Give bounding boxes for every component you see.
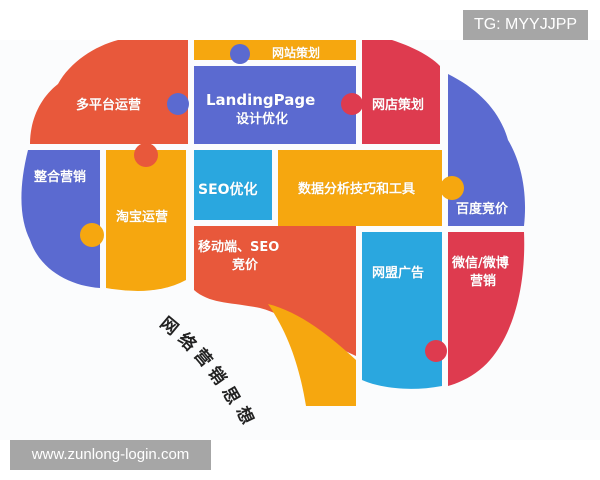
label-multi-platform: 多平台运营 — [76, 98, 142, 113]
piece-wechat-weibo — [448, 232, 525, 386]
label-landing-design: 设计优化 — [236, 112, 289, 127]
label-mobile-seo: 移动端、SEO — [198, 240, 280, 255]
label-data-analysis: 数据分析技巧和工具 — [298, 182, 416, 197]
piece-landing-page — [194, 66, 356, 144]
piece-union-ads — [362, 232, 442, 389]
label-website: 网站策划 — [272, 46, 321, 60]
label-union-ads: 网盟广告 — [372, 266, 425, 281]
label-baidu: 百度竞价 — [456, 202, 509, 217]
piece-multi-platform — [30, 40, 188, 144]
piece-seo — [194, 150, 272, 220]
piece-integrate — [21, 150, 100, 288]
brain-stem — [268, 304, 356, 406]
label-mobile-bid: 竞价 — [232, 258, 259, 273]
label-wechat-weibo: 微信/微博 — [452, 256, 509, 271]
label-shop: 网店策划 — [372, 98, 425, 113]
piece-baidu — [448, 74, 526, 226]
label-landing-page: LandingPage — [206, 91, 316, 109]
piece-data-analysis — [278, 150, 442, 226]
piece-shop — [362, 40, 440, 144]
piece-mobile-seo — [194, 226, 356, 356]
piece-taobao — [106, 150, 186, 291]
watermark-top: TG: MYYJJPP — [463, 10, 588, 40]
brain-puzzle-diagram — [21, 40, 526, 406]
label-wechat-marketing: 营销 — [470, 274, 497, 289]
diagram-canvas: 网站策划 多平台运营 LandingPage 设计优化 网店策划 整合营销 淘宝… — [0, 40, 600, 440]
label-seo: SEO优化 — [198, 182, 258, 198]
watermark-bottom: www.zunlong-login.com — [10, 440, 211, 470]
label-integrate: 整合营销 — [34, 170, 87, 185]
label-taobao: 淘宝运营 — [116, 210, 169, 225]
